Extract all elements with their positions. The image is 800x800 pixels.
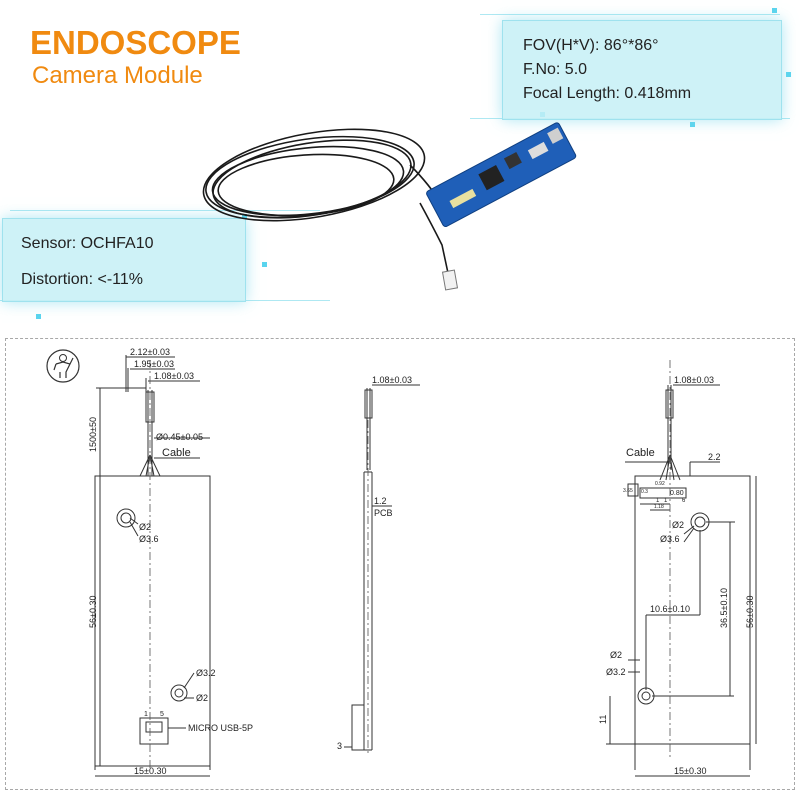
left-view-outline bbox=[94, 355, 211, 777]
dim-small-4: 0.80 bbox=[670, 490, 684, 497]
label-pcb: PCB bbox=[374, 508, 393, 518]
dim-small-3: 0.3 bbox=[641, 489, 648, 495]
dim-1-08: 1.08±0.03 bbox=[154, 371, 194, 381]
dim-small-1: 3.65 bbox=[623, 488, 633, 494]
dim-hole-d2-right-b: Ø2 bbox=[610, 650, 622, 660]
dim-hole-d3-6-right: Ø3.6 bbox=[660, 534, 680, 544]
dim-15-right: 15±0.30 bbox=[674, 766, 706, 776]
pin-1: 1 bbox=[144, 711, 148, 718]
dim-hole-d3-2: Ø3.2 bbox=[196, 668, 216, 678]
dim-56: 56±0.30 bbox=[88, 596, 98, 628]
label-cable: Cable bbox=[162, 447, 191, 459]
left-view-labels: 2.12±0.03 1.95±0.03 1.08±0.03 1500±50 Ø0… bbox=[88, 347, 253, 776]
dim-small-2: 0.92 bbox=[655, 481, 665, 487]
dim-36-5: 36.5±0.10 bbox=[719, 588, 729, 628]
pin-5: 5 bbox=[160, 711, 164, 718]
dim-small-5: 1.18 bbox=[654, 504, 664, 510]
dim-1-2: 1.2 bbox=[374, 496, 387, 506]
decor-square bbox=[242, 214, 247, 219]
dim-hole-d3-2-right: Ø3.2 bbox=[606, 667, 626, 677]
dim-10-6: 10.6±0.10 bbox=[650, 604, 690, 614]
spec-box-optics: FOV(H*V): 86°*86° F.No: 5.0 Focal Length… bbox=[502, 20, 782, 120]
dim-2-2: 2.2 bbox=[708, 452, 721, 462]
dim-small-6: 1 bbox=[656, 498, 660, 504]
camera-tip bbox=[441, 269, 459, 291]
dim-1500: 1500±50 bbox=[88, 417, 98, 452]
dim-small-8: 6 bbox=[682, 498, 686, 504]
title-camera-module: Camera Module bbox=[32, 62, 203, 89]
decor-line bbox=[480, 14, 780, 15]
decor-square bbox=[262, 262, 267, 267]
technical-drawing-panel bbox=[5, 338, 795, 790]
decor-line bbox=[10, 210, 320, 211]
title-endoscope: ENDOSCOPE bbox=[30, 24, 241, 61]
decor-square bbox=[36, 314, 41, 319]
dim-1-08-mid: 1.08±0.03 bbox=[372, 375, 412, 385]
dim-0-45: Ø0.45±0.05 bbox=[156, 432, 203, 442]
mid-view-labels: 1.08±0.03 1.2 PCB 3 bbox=[337, 375, 412, 751]
label-cable-right: Cable bbox=[626, 447, 655, 459]
spec-fno: F.No: 5.0 bbox=[523, 61, 588, 78]
dim-15: 15±0.30 bbox=[134, 766, 166, 776]
dim-hole-d2-right: Ø2 bbox=[672, 520, 684, 530]
pcb-board bbox=[426, 122, 577, 228]
dim-11: 11 bbox=[598, 715, 608, 724]
decor-square bbox=[772, 8, 777, 13]
spec-distortion: Distortion: <-11% bbox=[21, 271, 143, 288]
dim-1-08-right: 1.08±0.03 bbox=[674, 375, 714, 385]
label-micro-usb: MICRO USB-5P bbox=[188, 723, 253, 733]
dim-3: 3 bbox=[337, 741, 342, 751]
decor-square bbox=[690, 122, 695, 127]
right-view-labels: 1.08±0.03 Cable 2.2 3.65 0.92 0.3 0.80 1… bbox=[598, 375, 755, 776]
mid-view-outline bbox=[344, 384, 420, 751]
product-photo bbox=[202, 122, 577, 291]
dim-56-right: 56±0.30 bbox=[745, 596, 755, 628]
right-view-outline bbox=[606, 384, 757, 777]
dim-hole-d2-b: Ø2 bbox=[196, 693, 208, 703]
coiled-cable bbox=[202, 128, 449, 274]
spec-sensor: Sensor: OCHFA10 bbox=[21, 235, 154, 252]
dim-hole-d2: Ø2 bbox=[139, 522, 151, 532]
spec-box-sensor: Sensor: OCHFA10 Distortion: <-11% bbox=[2, 218, 246, 302]
spec-focal-length: Focal Length: 0.418mm bbox=[523, 85, 692, 102]
dim-hole-d3-6: Ø3.6 bbox=[139, 534, 159, 544]
dim-2-12: 2.12±0.03 bbox=[130, 347, 170, 357]
dim-small-7: 1 bbox=[664, 498, 668, 504]
person-icon bbox=[46, 349, 80, 383]
spec-fov: FOV(H*V): 86°*86° bbox=[523, 37, 659, 54]
decor-square bbox=[786, 72, 791, 77]
dim-1-95: 1.95±0.03 bbox=[134, 359, 174, 369]
